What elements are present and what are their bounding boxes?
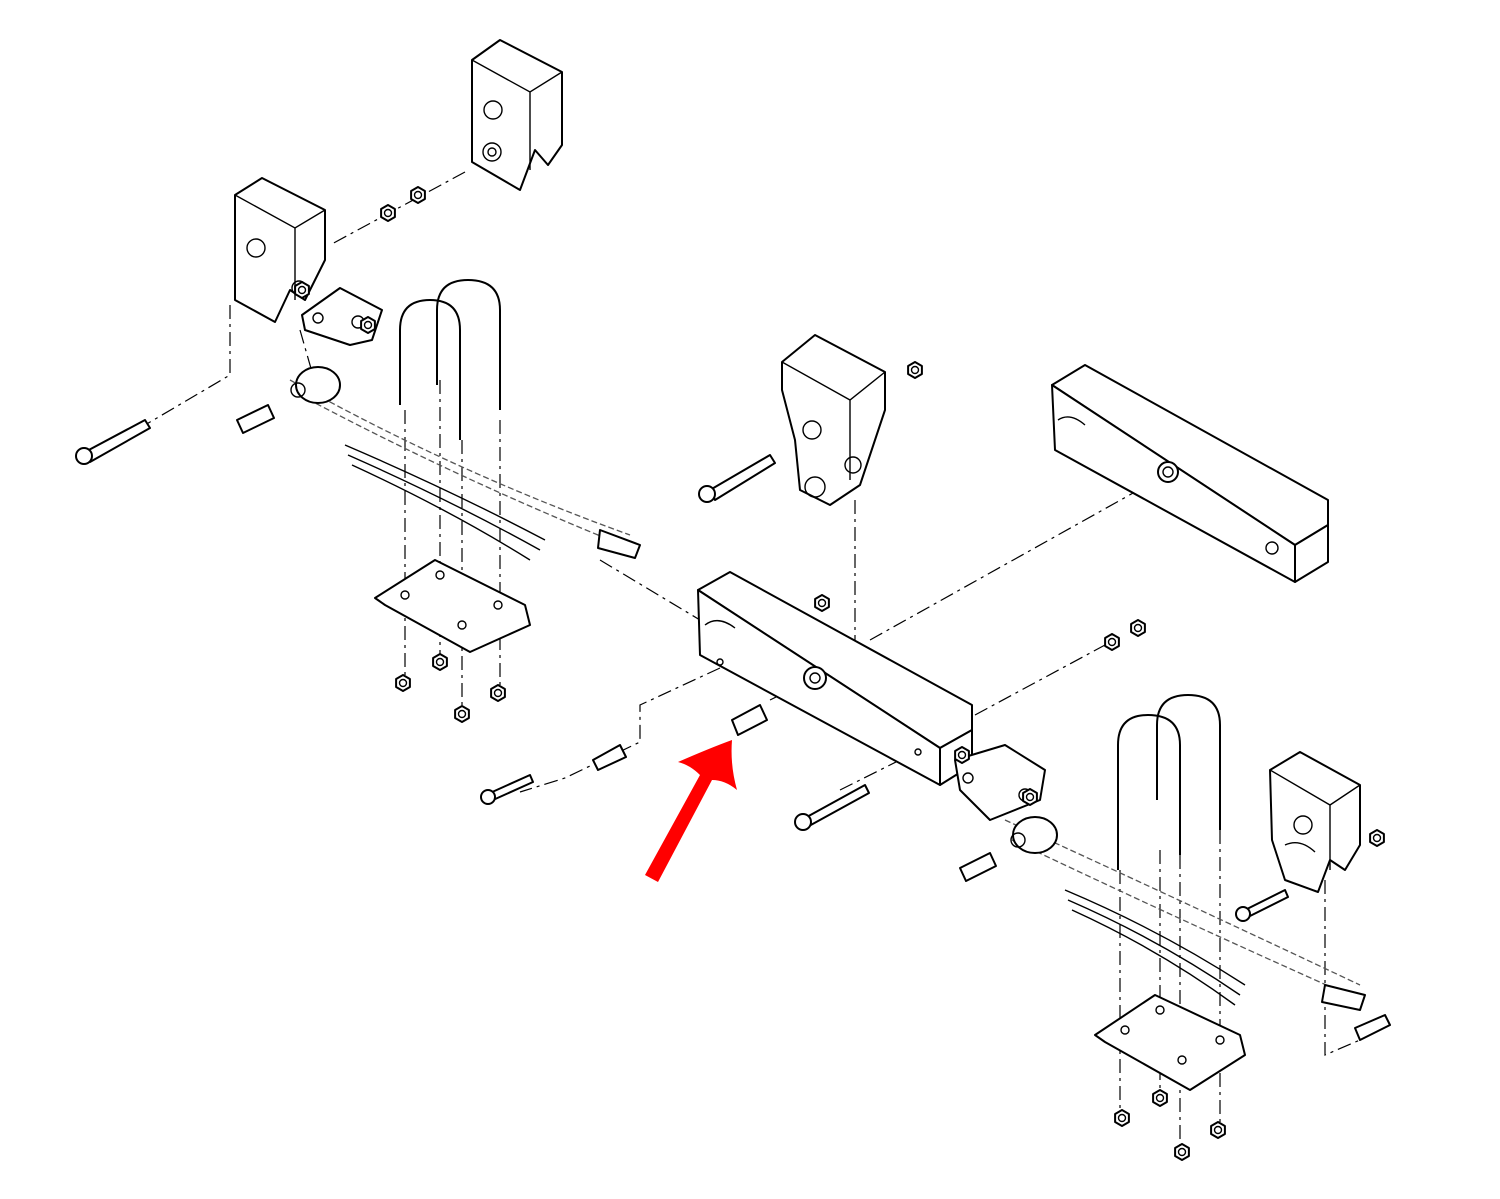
hex-nut-hole — [1107, 637, 1117, 647]
bolt-center-lower — [480, 774, 534, 805]
hex-nut-hole — [910, 365, 920, 375]
shackle-link-left — [301, 287, 383, 346]
hanger-bracket-front-left — [234, 177, 326, 323]
equalizer-rear — [1051, 364, 1329, 583]
bushing-right — [959, 852, 997, 882]
hex-nut — [360, 316, 376, 334]
hex-nut — [1210, 1121, 1226, 1139]
hanger-bracket-rear-bottom — [1269, 751, 1361, 893]
pin-rear — [1354, 1014, 1391, 1041]
hex-nut-hole — [297, 285, 307, 295]
hex-nut-hole — [457, 709, 467, 719]
hex-nut — [490, 684, 506, 702]
spring-plate-right — [1094, 994, 1246, 1091]
hex-nut — [1022, 788, 1038, 806]
hex-nut — [1369, 829, 1385, 847]
leaf-spring-right — [1004, 816, 1366, 1011]
hex-nut-hole — [817, 598, 827, 608]
hex-nut-hole — [413, 190, 423, 200]
hex-nut — [1114, 1109, 1130, 1127]
bolt-center-hanger — [698, 454, 776, 503]
hanger-bracket-rear-top — [471, 39, 563, 191]
hex-nut — [814, 594, 830, 612]
hex-nut-hole — [398, 678, 408, 688]
hex-nut — [1104, 633, 1120, 651]
hex-nut — [380, 204, 396, 222]
hex-nut-hole — [383, 208, 393, 218]
hex-nut-hole — [957, 750, 967, 760]
hex-nut-hole — [1177, 1147, 1187, 1157]
bushings — [236, 404, 1391, 1041]
hex-nut — [907, 361, 923, 379]
hex-nut — [954, 746, 970, 764]
bolt-left — [75, 419, 151, 465]
hex-nut — [395, 674, 411, 692]
spring-plate-left — [374, 559, 531, 653]
hex-nut-hole — [1155, 1093, 1165, 1103]
hex-nut-hole — [1372, 833, 1382, 843]
hex-nut — [294, 281, 310, 299]
leaf-spring-left — [289, 366, 641, 561]
bushing-center-highlighted — [731, 704, 768, 736]
bushing-center-lower — [592, 744, 627, 771]
hex-nut-hole — [1213, 1125, 1223, 1135]
hex-nut — [410, 186, 426, 204]
hanger-bracket-center — [781, 334, 886, 506]
hex-nut-hole — [1133, 623, 1143, 633]
nuts — [294, 186, 1385, 1161]
hex-nut — [432, 653, 448, 671]
bushing-left — [236, 404, 275, 434]
bolt-rear-hanger — [1235, 889, 1289, 922]
hex-nut-hole — [1117, 1113, 1127, 1123]
hex-nut — [1174, 1143, 1190, 1161]
bolts — [75, 419, 1289, 922]
u-bolt-right — [1117, 694, 1221, 870]
hex-nut-hole — [363, 320, 373, 330]
hex-nut-hole — [1025, 792, 1035, 802]
equalizer-center — [697, 571, 973, 786]
bolt-equalizer — [794, 784, 870, 831]
hex-nut-hole — [493, 688, 503, 698]
hex-nut — [1130, 619, 1146, 637]
hex-nut-hole — [435, 657, 445, 667]
hex-nut — [454, 705, 470, 723]
hex-nut — [1152, 1089, 1168, 1107]
assembly-centerlines — [144, 171, 1361, 1150]
u-bolt-left — [399, 279, 501, 440]
red-arrow-indicator — [645, 740, 737, 882]
